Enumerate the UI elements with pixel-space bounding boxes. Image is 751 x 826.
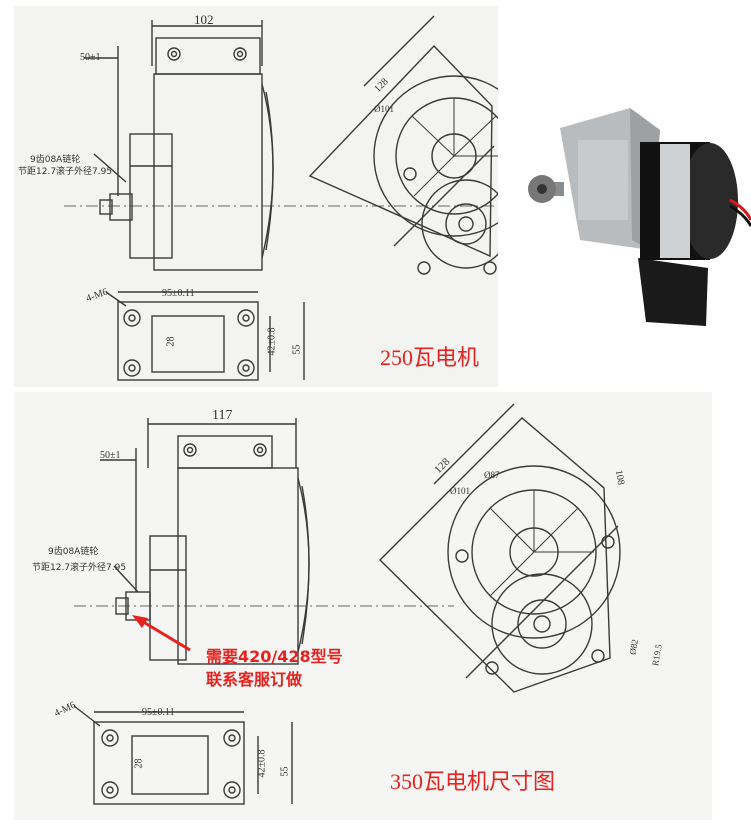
mount-total-label: 55 [291,344,303,355]
sprocket-spec-line-1: 9齿08A链轮 [48,547,99,557]
sprocket-spec-line-2: 节距12.7滚子外径7.95 [18,167,113,177]
motor-photo-illustration [528,108,751,326]
drawing-350w-lines [73,403,621,805]
dim-width-label: 117 [212,408,233,423]
bore-dim-label: Ø101 [450,486,470,496]
mount-inner-label: 28 [133,758,145,769]
caption-250w: 250瓦电机 [380,345,480,370]
dim-width-label: 102 [194,12,214,27]
custom-order-note-line-1: 需要420/428型号 [206,647,343,666]
custom-order-note-line-2: 联系客服订做 [206,670,303,689]
small-dim-label: Ø87 [484,470,500,480]
bore-dim-label: Ø101 [374,104,394,114]
sprocket-spec-line-1: 9齿08A链轮 [30,155,81,165]
sprocket-spec-line-2: 节距12.7滚子外径7.95 [32,563,127,573]
dim-offset-label: 50±1 [80,52,101,63]
motor-photo [520,90,751,340]
drawing-350w: 117 50±1 9齿08A链轮 节距12.7滚子外径7.95 4-M6 95±… [14,392,712,820]
caption-350w: 350瓦电机尺寸图 [390,769,556,794]
mount-width-label: 95±0.11 [162,288,195,299]
mount-width-label: 95±0.11 [142,707,175,718]
drawing-250w: 102 50±1 9齿08A链轮 节距12.7滚子外径7.95 4-M6 95±… [14,6,498,387]
drawing-250w-lines [64,15,498,381]
mount-total-label: 55 [279,766,291,777]
mount-inner-label: 28 [165,336,177,347]
side-dim-label: 108 [612,469,627,486]
mount-height-label: 42±0.8 [256,749,268,778]
dim-offset-label: 50±1 [100,450,121,461]
mount-height-label: 42±0.8 [266,327,278,356]
